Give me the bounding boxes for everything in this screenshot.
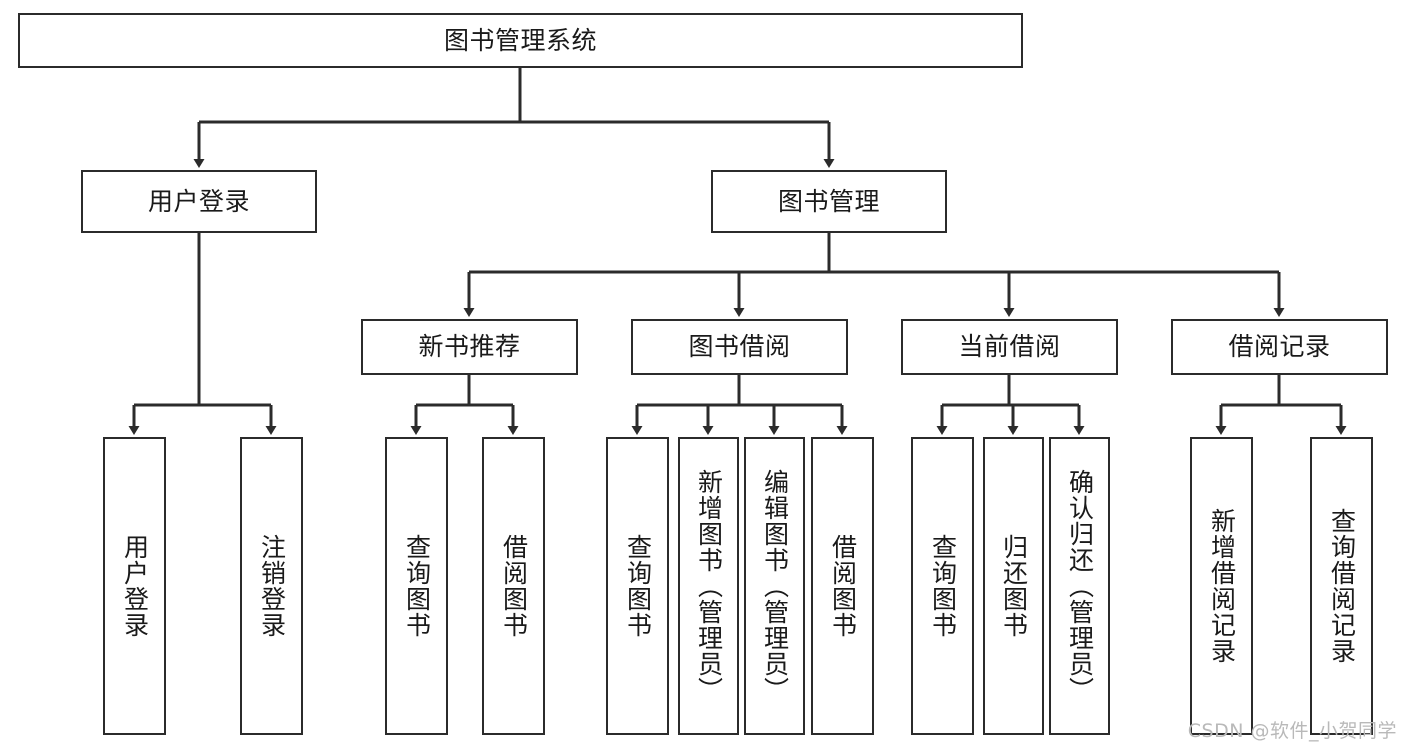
leaf-query-book-current[interactable]: 查询图书 [911,437,974,735]
leaf-query-book-borrow[interactable]: 查询图书 [606,437,669,735]
node-book-management-label: 图书管理 [777,186,880,216]
node-book-management[interactable]: 图书管理 [711,170,947,233]
leaf-edit-book-admin[interactable]: 编辑图书（管理员） [744,437,805,735]
leaf-query-borrow-record[interactable]: 查询借阅记录 [1310,437,1373,735]
node-new-book-recommend-label: 新书推荐 [418,332,521,362]
leaf-add-borrow-record-label: 新增借阅记录 [1207,508,1237,664]
leaf-query-book-current-label: 查询图书 [928,534,958,638]
leaf-query-book-recommend[interactable]: 查询图书 [385,437,448,735]
leaf-confirm-return-admin-label: 确认归还（管理员） [1065,469,1095,703]
leaf-user-logout[interactable]: 注销登录 [240,437,303,735]
leaf-edit-book-admin-label: 编辑图书（管理员） [760,469,790,703]
leaf-borrow-book-recommend[interactable]: 借阅图书 [482,437,545,735]
node-new-book-recommend[interactable]: 新书推荐 [361,319,578,375]
node-current-borrow[interactable]: 当前借阅 [901,319,1118,375]
leaf-borrow-book-label: 借阅图书 [828,534,858,638]
leaf-add-borrow-record[interactable]: 新增借阅记录 [1190,437,1253,735]
node-user-login[interactable]: 用户登录 [81,170,317,233]
leaf-user-login[interactable]: 用户登录 [103,437,166,735]
leaf-add-book-admin-label: 新增图书（管理员） [694,469,724,703]
node-book-borrow-label: 图书借阅 [688,332,791,362]
leaf-return-book-label: 归还图书 [999,534,1029,638]
node-borrow-record-label: 借阅记录 [1228,332,1331,362]
node-current-borrow-label: 当前借阅 [958,332,1061,362]
watermark: CSDN @软件_小贺同学 [1187,720,1397,742]
leaf-query-borrow-record-label: 查询借阅记录 [1327,508,1357,664]
node-user-login-label: 用户登录 [147,186,250,216]
node-root[interactable]: 图书管理系统 [18,13,1023,68]
node-borrow-record[interactable]: 借阅记录 [1171,319,1388,375]
node-book-borrow[interactable]: 图书借阅 [631,319,848,375]
leaf-confirm-return-admin[interactable]: 确认归还（管理员） [1049,437,1110,735]
leaf-user-logout-label: 注销登录 [257,534,287,638]
leaf-user-login-label: 用户登录 [120,534,150,638]
leaf-add-book-admin[interactable]: 新增图书（管理员） [678,437,739,735]
leaf-query-book-borrow-label: 查询图书 [623,534,653,638]
node-root-label: 图书管理系统 [443,25,597,55]
leaf-borrow-book-recommend-label: 借阅图书 [499,534,529,638]
leaf-query-book-recommend-label: 查询图书 [402,534,432,638]
leaf-borrow-book[interactable]: 借阅图书 [811,437,874,735]
leaf-return-book[interactable]: 归还图书 [983,437,1044,735]
